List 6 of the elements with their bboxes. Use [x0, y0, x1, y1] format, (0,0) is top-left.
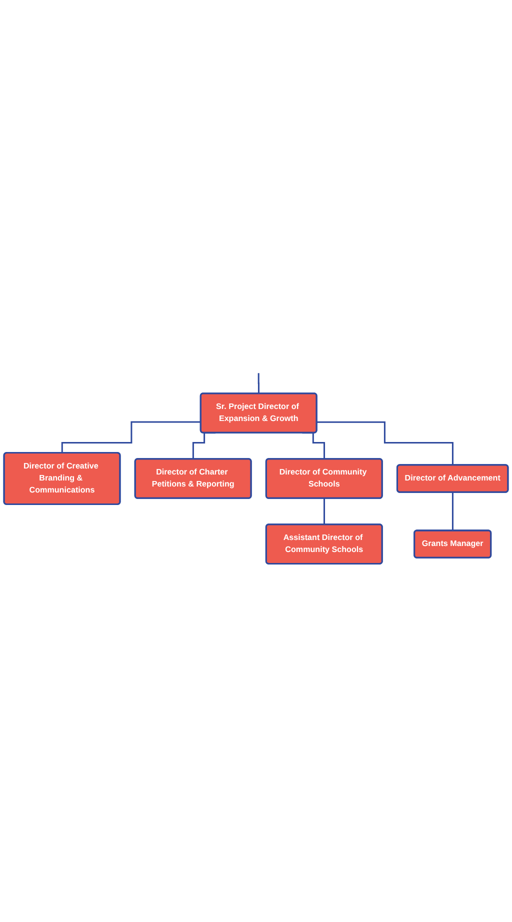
- connector: [316, 422, 454, 466]
- connector: [258, 372, 260, 394]
- connector: [61, 421, 201, 454]
- org-chart: Sr. Project Director of Expansion & Growth Director of Creative Branding & Communications Director of Charter Petitions & Reporting Director of Community Schools Assistant Director of Community Schools Director of Advancement Grants Manager: [0, 354, 512, 568]
- connector: [452, 492, 454, 532]
- connector: [324, 498, 326, 526]
